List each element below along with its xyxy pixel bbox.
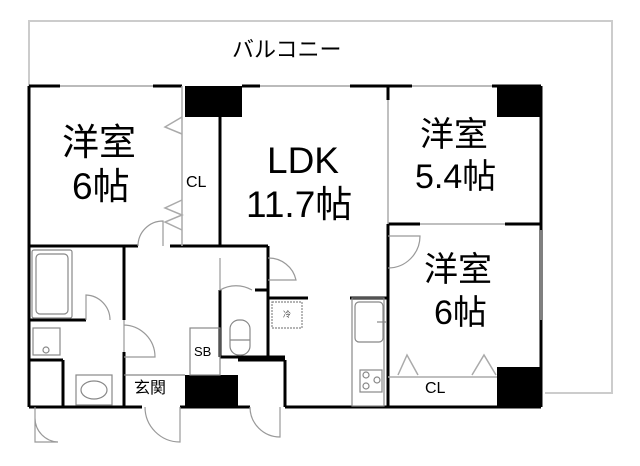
- washer: [32, 327, 61, 356]
- kitchen-counter: [351, 297, 385, 407]
- shoe-box-label: SB: [194, 344, 212, 359]
- western-room-1-size: 6帖: [72, 166, 130, 207]
- closet-1-label: CL: [186, 174, 207, 191]
- entrance-label: 玄関: [134, 380, 167, 397]
- washbasin: [75, 374, 113, 406]
- shoe-box-outline: [189, 327, 221, 376]
- ldk-type: LDK: [267, 140, 339, 181]
- fixtures: [31, 249, 386, 407]
- western-room-1-type: 洋室: [62, 122, 136, 163]
- columns: [185, 86, 542, 407]
- western-room-3-type: 洋室: [424, 251, 492, 289]
- western-room-2-size: 5.4帖: [415, 158, 497, 196]
- fridge-outline: [271, 301, 303, 329]
- closet-2-label: CL: [425, 380, 446, 397]
- balcony-outline: [28, 20, 613, 394]
- door-swings: [34, 220, 421, 443]
- ldk-size: 11.7帖: [246, 184, 353, 225]
- bathtub: [31, 249, 73, 319]
- toilet-bowl: [229, 319, 251, 356]
- stove: [359, 369, 383, 393]
- western-room-3-size: 6帖: [434, 294, 487, 332]
- thin-lines: [163, 86, 542, 376]
- western-room-2-type: 洋室: [420, 116, 488, 154]
- fridge-label: 冷: [283, 310, 291, 319]
- balcony-label: バルコニー: [232, 37, 342, 62]
